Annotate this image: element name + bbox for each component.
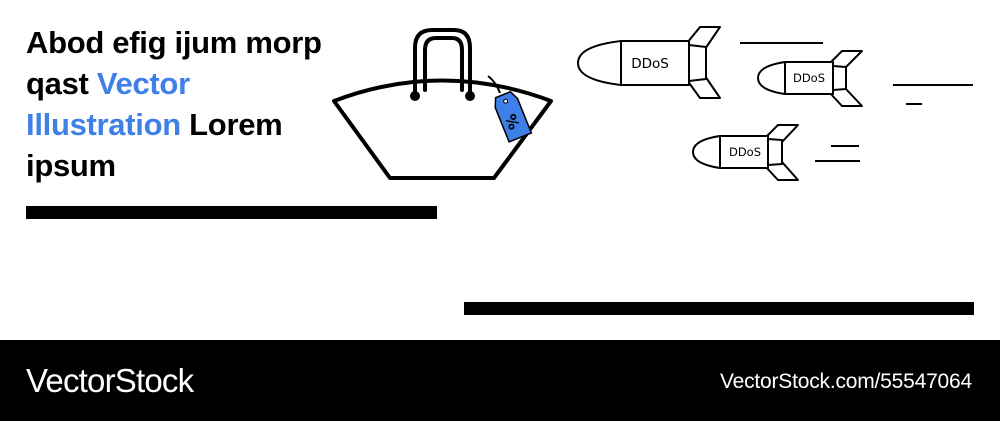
decorative-bar-left [26, 206, 437, 219]
speed-lines [740, 42, 973, 162]
tag-symbol: % [501, 112, 523, 133]
price-tag-icon: % [487, 75, 533, 143]
brand-logo[interactable]: VectorStock [26, 362, 194, 399]
rocket-icon: DDoS [757, 50, 863, 107]
rocket-label: DDoS [729, 145, 761, 159]
footer-url[interactable]: VectorStock.com/55547064 [719, 370, 972, 393]
headline: Abod efig ijum morp qast Vector Illustra… [26, 22, 326, 186]
headline-text-end: Lorem ipsum [26, 107, 283, 183]
rocket-label: DDoS [793, 71, 825, 85]
rocket-label: DDoS [631, 56, 669, 72]
headline-highlight: Vector Illustration [26, 66, 190, 142]
headline-text-start: Abod efig ijum morp qast [26, 25, 322, 101]
rocket-icon: DDoS [692, 124, 799, 181]
footer: VectorStock VectorStock.com/55547064 [0, 340, 1000, 421]
decorative-bar-right [464, 302, 974, 315]
shopping-bag-icon [332, 28, 553, 180]
rocket-icon: DDoS [577, 26, 721, 99]
